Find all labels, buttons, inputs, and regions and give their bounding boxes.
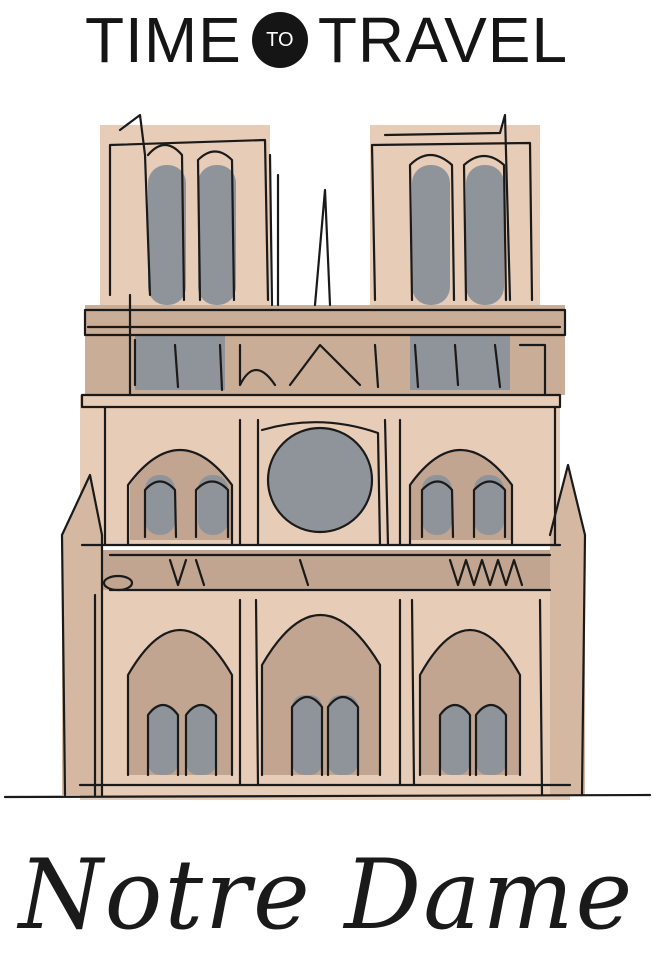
line-art [3, 113, 652, 799]
cathedral-illustration [3, 113, 652, 800]
header-to-badge: TO [251, 12, 308, 68]
landmark-title: Notre Dame [18, 839, 635, 951]
header-word-time: TIME [84, 4, 242, 76]
header-word-travel: TRAVEL [317, 4, 569, 76]
poster-header: TIME TO TRAVEL [0, 0, 653, 80]
color-wash [62, 125, 585, 800]
